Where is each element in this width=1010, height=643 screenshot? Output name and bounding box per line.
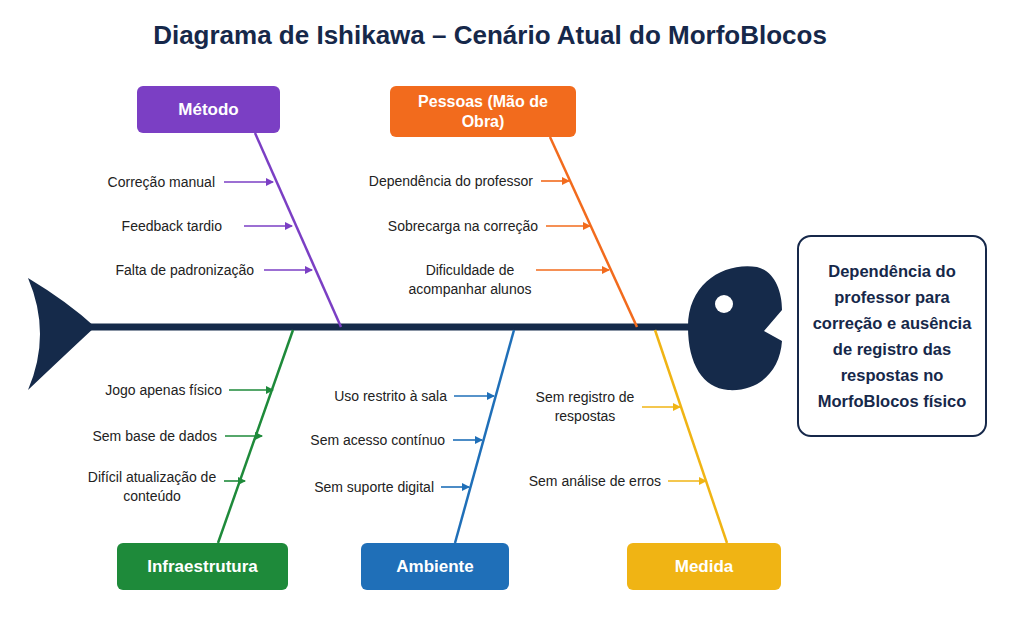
cause-arrow [244, 225, 292, 227]
cause-arrow [546, 225, 590, 227]
category-box: Pessoas (Mão de Obra) [390, 86, 576, 137]
cause-arrow [224, 181, 273, 183]
cause-arrow [668, 480, 706, 482]
bone-line [550, 137, 637, 327]
cause-label: Jogo apenas físico [40, 381, 222, 400]
effect-box: Dependência do professor para correção e… [797, 235, 987, 437]
cause-arrow [264, 269, 312, 271]
cause-arrow [536, 269, 609, 271]
cause-label: Sem base de dados [40, 427, 217, 446]
cause-label: Sem registro de respostas [525, 388, 645, 426]
node-text: Método [178, 100, 238, 120]
category-box: Infraestrutura [117, 543, 288, 590]
cause-label: Falta de padronização [40, 261, 254, 280]
fish-eye [715, 295, 733, 313]
cause-arrow [441, 486, 469, 488]
bone-line [655, 330, 727, 543]
cause-label: Sem análise de erros [491, 472, 661, 491]
fish-head [688, 266, 782, 390]
cause-label: Uso restrito à sala [270, 387, 447, 406]
node-text: Dependência do professor para correção e… [811, 258, 973, 414]
cause-label: Dificuldade de acompanhar alunos [400, 261, 540, 299]
cause-label: Dependência do professor [300, 172, 533, 191]
cause-label: Sobrecarga na correção [330, 217, 538, 236]
bone-line [218, 330, 293, 543]
cause-label: Correção manual [60, 173, 215, 192]
node-text: Pessoas (Mão de Obra) [418, 92, 548, 132]
fish-spine [80, 324, 700, 331]
node-text: Medida [675, 557, 734, 577]
category-box: Ambiente [361, 543, 509, 590]
bone-line [255, 133, 341, 327]
category-box: Método [137, 86, 280, 133]
cause-label: Sem acesso contínuo [260, 431, 445, 450]
cause-label: Sem suporte digital [260, 478, 434, 497]
cause-label: Difícil atualização de conteúdo [82, 468, 222, 506]
cause-arrow [224, 480, 245, 482]
cause-arrows [224, 181, 706, 487]
cause-arrow [229, 389, 273, 391]
bone-line [455, 330, 514, 543]
cause-arrow [541, 180, 569, 182]
cause-arrow [642, 406, 680, 408]
diagram-title: Diagrama de Ishikawa – Cenário Atual do … [0, 20, 980, 51]
cause-label: Feedback tardio [60, 217, 222, 236]
cause-arrow [454, 395, 494, 397]
category-box: Medida [627, 543, 781, 590]
fish-tail [28, 278, 95, 390]
node-text: Infraestrutura [147, 557, 258, 577]
cause-arrow [453, 439, 482, 441]
node-text: Ambiente [396, 557, 473, 577]
cause-arrow [225, 435, 262, 437]
